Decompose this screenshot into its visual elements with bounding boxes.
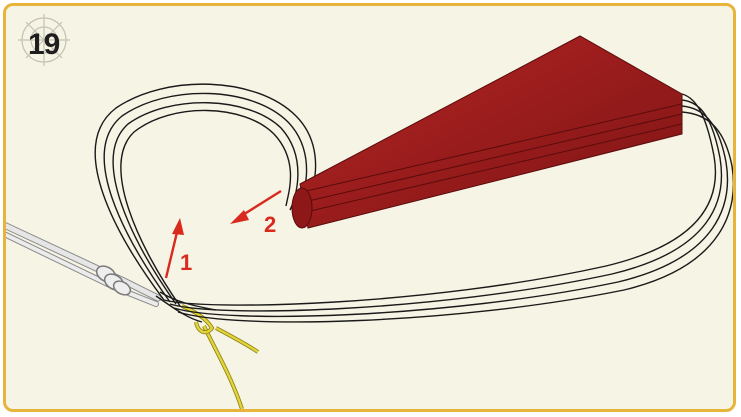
arrow-2-label: 2 [264, 212, 276, 237]
step-number: 19 [28, 30, 59, 60]
instruction-panel: 1 2 19 [3, 3, 736, 412]
arrow-1: 1 [166, 218, 192, 278]
arrow-1-label: 1 [180, 250, 192, 275]
arrow-2: 2 [230, 191, 281, 237]
wing [292, 36, 682, 228]
illustration: 1 2 [6, 6, 733, 409]
